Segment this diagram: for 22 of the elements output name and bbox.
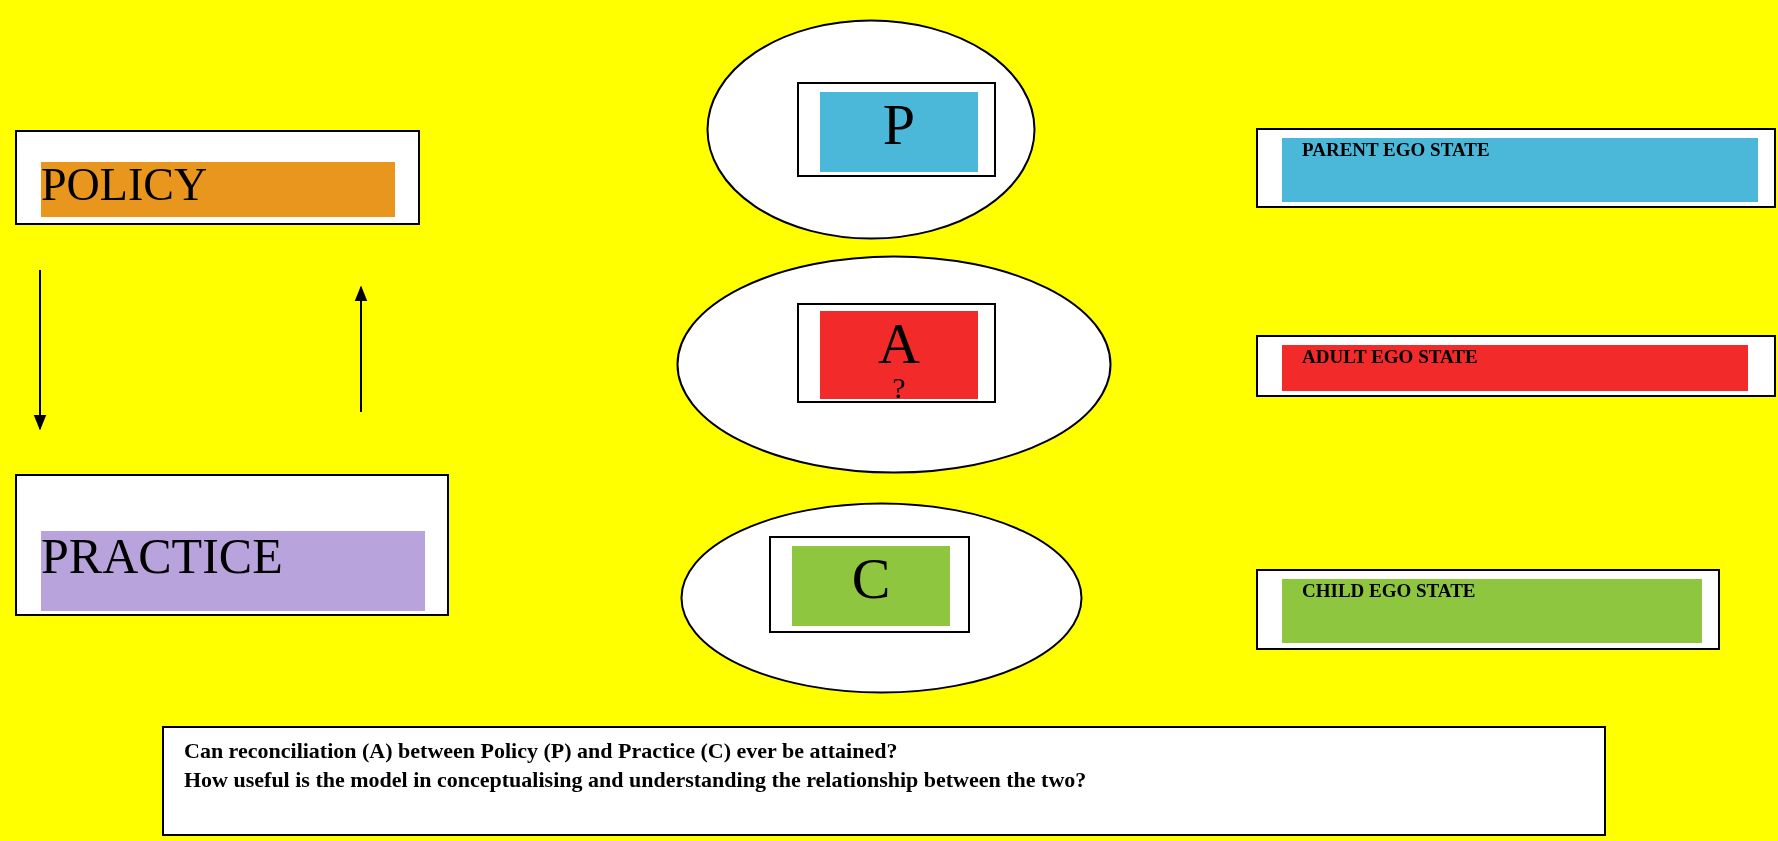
question-text: How useful is the model in conceptualising and understanding the relationship between the two? bbox=[184, 766, 1088, 794]
label-box bbox=[1256, 128, 1776, 208]
question-text: Can reconciliation (A) between Policy (P) and Practice (C) ever be attained? bbox=[184, 737, 899, 765]
label-box bbox=[15, 130, 420, 225]
box-label: PRACTICE bbox=[41, 531, 283, 581]
ego-state-label: CHILD EGO STATE bbox=[1302, 579, 1476, 603]
arrow bbox=[33, 269, 47, 431]
arrow bbox=[354, 285, 368, 413]
letter-label: P bbox=[882, 96, 916, 154]
label-box bbox=[797, 82, 996, 177]
label-box bbox=[1256, 335, 1776, 397]
label-box bbox=[15, 474, 449, 616]
letter-label: C bbox=[851, 550, 891, 608]
letter-label: A bbox=[878, 315, 920, 373]
label-box bbox=[797, 303, 996, 403]
ego-state-label: PARENT EGO STATE bbox=[1302, 138, 1490, 162]
letter-label: ? bbox=[892, 373, 906, 403]
ego-state-label: ADULT EGO STATE bbox=[1302, 345, 1478, 369]
label-box bbox=[1256, 569, 1720, 650]
question-box bbox=[162, 726, 1606, 836]
box-label: POLICY bbox=[41, 162, 208, 208]
label-box bbox=[769, 536, 970, 633]
